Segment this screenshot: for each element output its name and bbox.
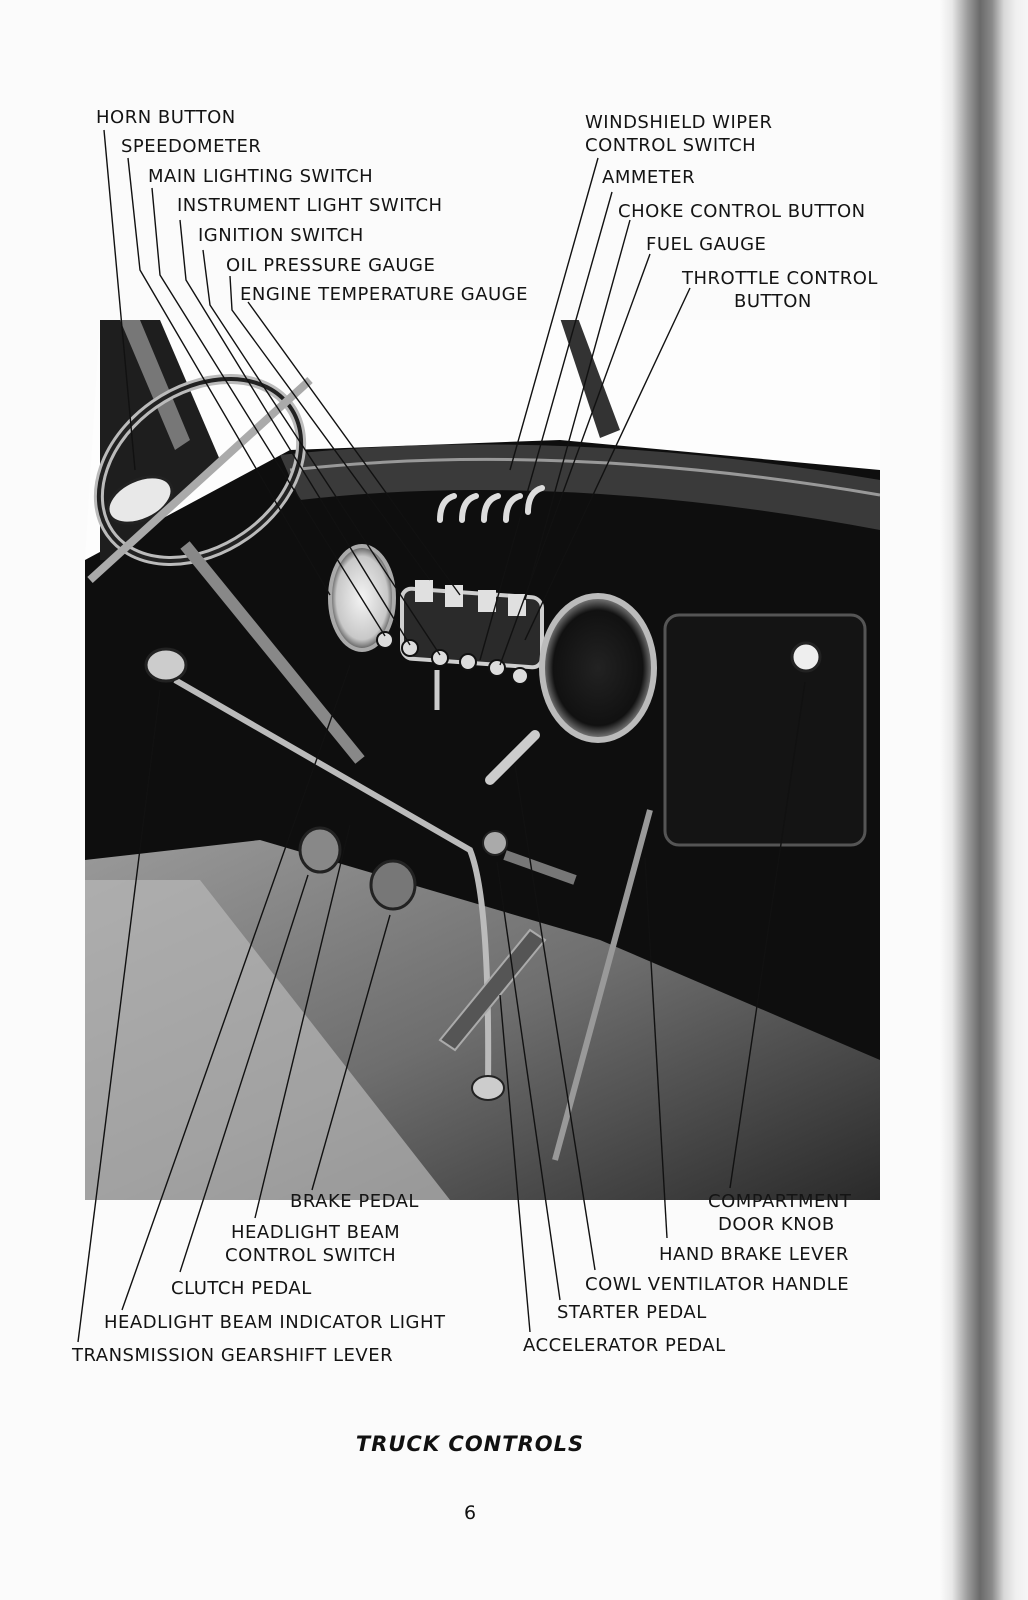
label-accelerator-pedal: ACCELERATOR PEDAL xyxy=(523,1335,726,1356)
label-hand-brake-lever: HAND BRAKE LEVER xyxy=(659,1244,849,1265)
label-ignition-switch: IGNITION SWITCH xyxy=(198,225,364,246)
label-headlight-beam-switch-line1: HEADLIGHT BEAM xyxy=(231,1222,401,1243)
label-brake-pedal: BRAKE PEDAL xyxy=(290,1191,419,1212)
label-starter-pedal: STARTER PEDAL xyxy=(557,1302,707,1323)
page-binding-shadow xyxy=(940,0,1028,1600)
figure-caption: TRUCK CONTROLS xyxy=(355,1432,585,1456)
label-engine-temperature-gauge: ENGINE TEMPERATURE GAUGE xyxy=(240,284,529,305)
label-speedometer: SPEEDOMETER xyxy=(121,136,262,157)
label-ammeter: AMMETER xyxy=(602,167,696,188)
label-horn-button: HORN BUTTON xyxy=(96,107,236,128)
label-compartment-line1: COMPARTMENT xyxy=(708,1191,852,1212)
label-choke-control-button: CHOKE CONTROL BUTTON xyxy=(618,201,866,222)
label-transmission-gearshift: TRANSMISSION GEARSHIFT LEVER xyxy=(72,1345,394,1366)
photo-content xyxy=(85,320,880,1200)
label-cowl-ventilator-handle: COWL VENTILATOR HANDLE xyxy=(585,1274,850,1295)
label-clutch-pedal: CLUTCH PEDAL xyxy=(171,1278,312,1299)
label-windshield-wiper-line1: WINDSHIELD WIPER xyxy=(585,112,773,133)
page-number: 6 xyxy=(463,1502,477,1524)
label-fuel-gauge: FUEL GAUGE xyxy=(646,234,767,255)
label-headlight-beam-switch-line2: CONTROL SWITCH xyxy=(225,1245,397,1266)
label-windshield-wiper-line2: CONTROL SWITCH xyxy=(585,135,757,156)
label-oil-pressure-gauge: OIL PRESSURE GAUGE xyxy=(226,255,436,276)
label-throttle-control-line2: BUTTON xyxy=(734,291,812,312)
label-throttle-control-line1: THROTTLE CONTROL xyxy=(682,268,878,289)
label-headlight-beam-indicator: HEADLIGHT BEAM INDICATOR LIGHT xyxy=(104,1312,446,1333)
label-compartment-line2: DOOR KNOB xyxy=(718,1214,835,1235)
label-main-lighting-switch: MAIN LIGHTING SWITCH xyxy=(148,166,374,187)
leader-lines xyxy=(77,129,806,1343)
label-instrument-light-switch: INSTRUMENT LIGHT SWITCH xyxy=(177,195,443,216)
